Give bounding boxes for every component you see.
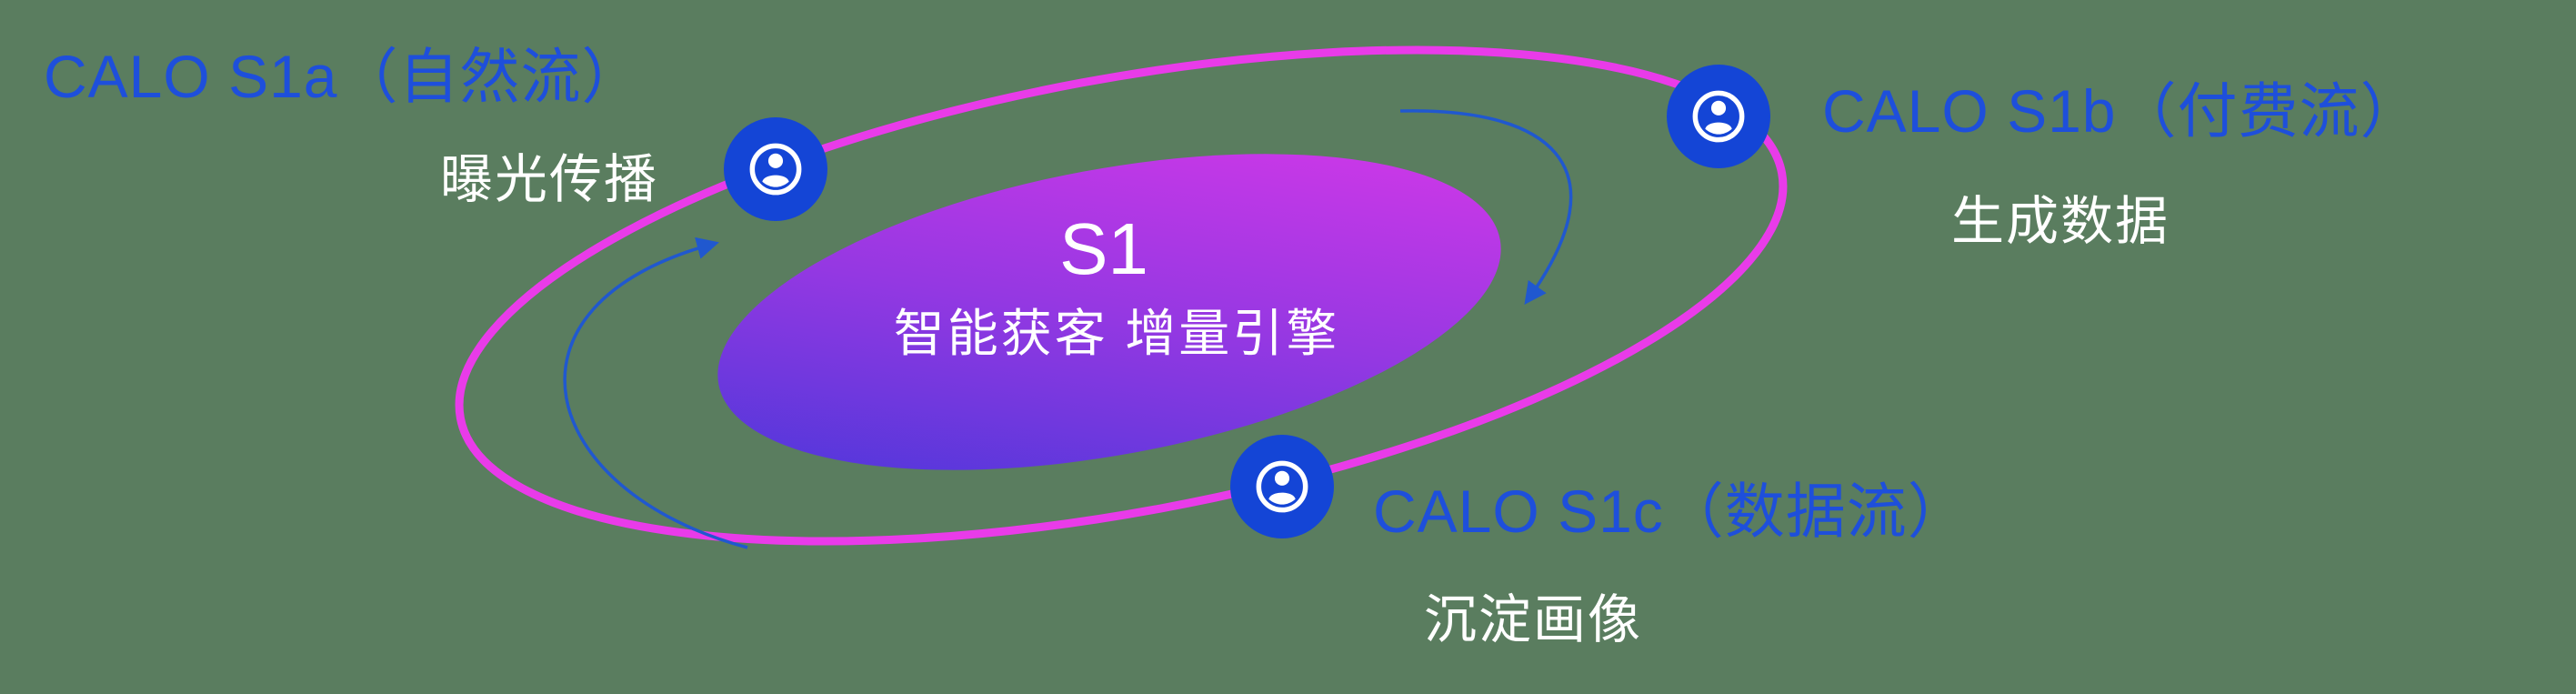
- orbit-ring: [455, 45, 1788, 546]
- node-s1c: [1230, 435, 1334, 538]
- label-s1b-subtitle: 生成数据: [1951, 192, 2170, 251]
- core-title: S1: [1059, 208, 1148, 289]
- node-s1a: [724, 117, 827, 221]
- label-s1a-title: CALO S1a（自然流）: [44, 43, 643, 110]
- core-subtitle: 智能获客 增量引擎: [893, 305, 1340, 362]
- user-circle-icon: [1692, 90, 1745, 143]
- node-s1b: [1667, 65, 1770, 168]
- label-s1a-subtitle: 曝光传播: [440, 150, 659, 209]
- user-circle-icon: [749, 143, 802, 196]
- label-s1c-title: CALO S1c（数据流）: [1373, 478, 1969, 545]
- curved-arrow-up-icon: [563, 236, 748, 549]
- label-s1c-subtitle: 沉淀画像: [1424, 590, 1643, 649]
- curved-arrow-down-icon: [1399, 109, 1573, 305]
- label-s1b-title: CALO S1b（付费流）: [1822, 77, 2421, 145]
- core-ellipse: [717, 154, 1501, 470]
- user-circle-icon: [1256, 460, 1308, 513]
